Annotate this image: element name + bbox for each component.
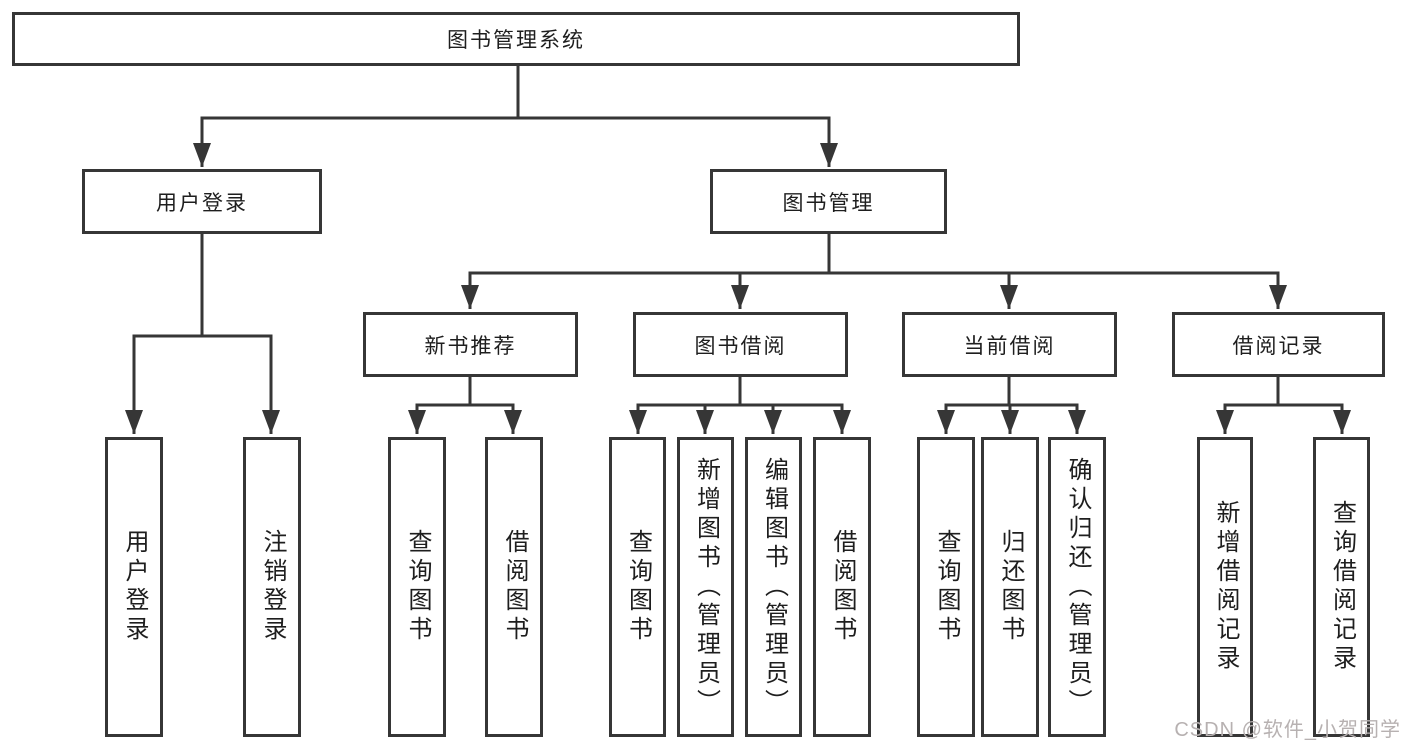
node-book-mgmt-label: 图书管理	[782, 191, 875, 215]
leaf-cb-query-books-label: 查询图书	[933, 529, 960, 645]
leaf-user-login: 用户登录	[105, 437, 163, 737]
leaf-br-add-record: 新增借阅记录	[1197, 437, 1253, 737]
leaf-logout-label: 注销登录	[259, 529, 286, 645]
leaf-cb-query-books: 查询图书	[917, 437, 975, 737]
connector-borrow-records-rail	[1223, 374, 1344, 407]
connector-user-login-rail	[132, 231, 273, 338]
connector-current-borrow-rail	[944, 374, 1079, 407]
leaf-cb-return-books: 归还图书	[981, 437, 1039, 737]
leaf-nbr-borrow-books: 借阅图书	[485, 437, 543, 737]
connector-book-borrow-rail	[636, 374, 844, 407]
leaf-user-login-label: 用户登录	[121, 529, 148, 645]
wires-root	[193, 64, 838, 167]
node-user-login-label: 用户登录	[156, 191, 248, 215]
connector-root-rail	[200, 64, 831, 120]
leaf-nbr-query-books-label: 查询图书	[404, 529, 431, 645]
leaf-logout: 注销登录	[243, 437, 301, 737]
wires-new-book-rec	[408, 374, 522, 434]
node-user-login: 用户登录	[82, 169, 322, 234]
node-root-label: 图书管理系统	[447, 29, 585, 52]
connector-book-mgmt-rail	[468, 231, 1280, 275]
leaf-bb-add-books-admin-label: 新增图书（管理员）	[692, 456, 720, 718]
leaf-bb-query-books: 查询图书	[609, 437, 666, 737]
leaf-bb-add-books-admin: 新增图书（管理员）	[677, 437, 734, 737]
node-book-mgmt: 图书管理	[710, 169, 947, 234]
leaf-bb-edit-books-admin: 编辑图书（管理员）	[745, 437, 802, 737]
wires-current-borrow	[937, 374, 1086, 434]
node-current-borrow: 当前借阅	[902, 312, 1117, 377]
node-book-borrow-label: 图书借阅	[694, 334, 787, 358]
leaf-br-query-record: 查询借阅记录	[1313, 437, 1370, 737]
leaf-br-query-record-label: 查询借阅记录	[1328, 500, 1356, 674]
node-borrow-records-label: 借阅记录	[1232, 334, 1325, 358]
wires-borrow-records	[1216, 374, 1351, 434]
wires-book-borrow	[629, 374, 851, 434]
leaf-bb-query-books-label: 查询图书	[624, 529, 652, 645]
node-new-book-rec: 新书推荐	[363, 312, 578, 377]
wires-user-login	[125, 231, 280, 434]
node-new-book-rec-label: 新书推荐	[424, 334, 517, 358]
node-root: 图书管理系统	[12, 12, 1020, 66]
leaf-br-add-record-label: 新增借阅记录	[1212, 500, 1239, 674]
leaf-nbr-query-books: 查询图书	[388, 437, 446, 737]
node-current-borrow-label: 当前借阅	[963, 334, 1056, 358]
leaf-bb-borrow-books: 借阅图书	[813, 437, 871, 737]
leaf-cb-confirm-return-admin-label: 确认归还（管理员）	[1064, 456, 1091, 718]
leaf-cb-confirm-return-admin: 确认归还（管理员）	[1048, 437, 1106, 737]
leaf-nbr-borrow-books-label: 借阅图书	[501, 529, 528, 645]
connector-new-book-rec-rail	[415, 374, 515, 407]
wires-book-mgmt	[461, 231, 1287, 309]
csdn-watermark: CSDN @软件_小贺同学	[1174, 719, 1401, 741]
leaf-bb-borrow-books-label: 借阅图书	[829, 529, 856, 645]
node-book-borrow: 图书借阅	[633, 312, 848, 377]
node-borrow-records: 借阅记录	[1172, 312, 1385, 377]
leaf-bb-edit-books-admin-label: 编辑图书（管理员）	[760, 456, 788, 718]
leaf-cb-return-books-label: 归还图书	[997, 529, 1024, 645]
